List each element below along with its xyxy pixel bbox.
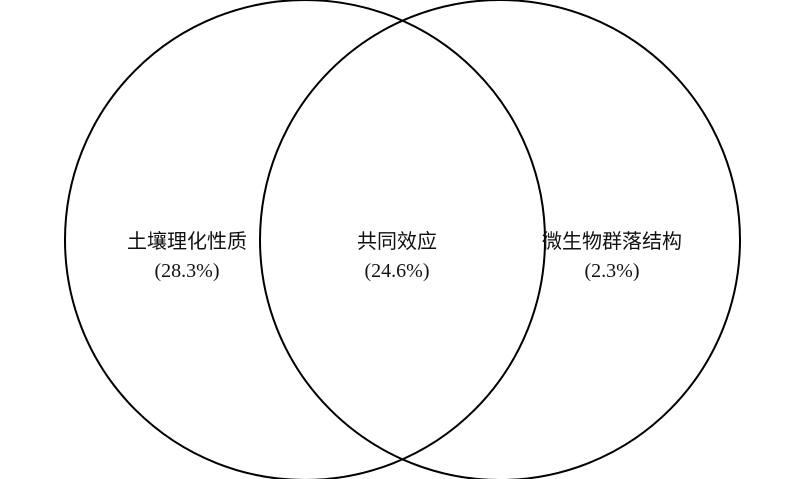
set-circle-microbial-community bbox=[259, 0, 741, 479]
overlap-region-label: 共同效应 bbox=[357, 229, 437, 253]
left-region-label: 土壤理化性质 bbox=[127, 229, 247, 253]
right-region-label: 微生物群落结构 bbox=[542, 229, 682, 253]
set-circle-soil-properties bbox=[64, 0, 546, 479]
right-region-value: (2.3%) bbox=[585, 260, 640, 282]
overlap-region-value: (24.6%) bbox=[365, 260, 430, 282]
left-region-value: (28.3%) bbox=[155, 260, 220, 282]
